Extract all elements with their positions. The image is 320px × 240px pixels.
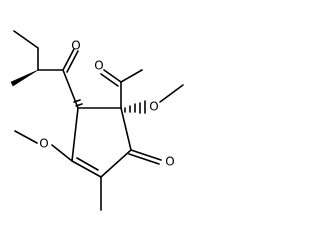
ring-c3-c4 — [71, 107, 79, 162]
bond-acetyl-co-2 — [100, 73, 119, 87]
bond-acetyl-co-1 — [103, 69, 122, 83]
hash-1 — [73, 99, 81, 103]
atom-o-ring-ketone: O — [165, 155, 174, 169]
atom-o-acetyl: O — [94, 59, 103, 73]
ring-c1-c2 — [100, 149, 132, 178]
ring-c2-c3-double — [76, 157, 99, 171]
bond-c3-o — [51, 144, 73, 162]
structure-canvas: O O O O O — [10, 30, 184, 211]
bond-ethyl-terminal — [13, 30, 39, 49]
hashed-wedge-methoxy-right — [124, 100, 146, 114]
bond-side-co-1 — [62, 48, 75, 71]
bond-ring-co-1 — [130, 149, 162, 161]
atom-o-methoxy-left: O — [39, 137, 48, 151]
bond-methoxy-right-methyl — [159, 84, 184, 103]
ring-c2-c3 — [71, 160, 102, 178]
bond-methoxy-left-methyl — [14, 130, 38, 144]
atom-o-side-ketone: O — [71, 39, 80, 53]
bond-acetyl-methyl — [120, 69, 143, 83]
hash-2 — [75, 103, 83, 107]
molecule-structure-diagram: O O O O O — [10, 30, 184, 211]
wedge-bond-methyl — [10, 69, 39, 87]
atom-o-methoxy-right: O — [149, 100, 158, 114]
ring-c5-c1 — [120, 107, 132, 151]
bond-ring-co-2 — [128, 153, 160, 165]
bond-side-co-2 — [66, 50, 79, 73]
bond-carbonyl-to-ring — [62, 69, 79, 109]
